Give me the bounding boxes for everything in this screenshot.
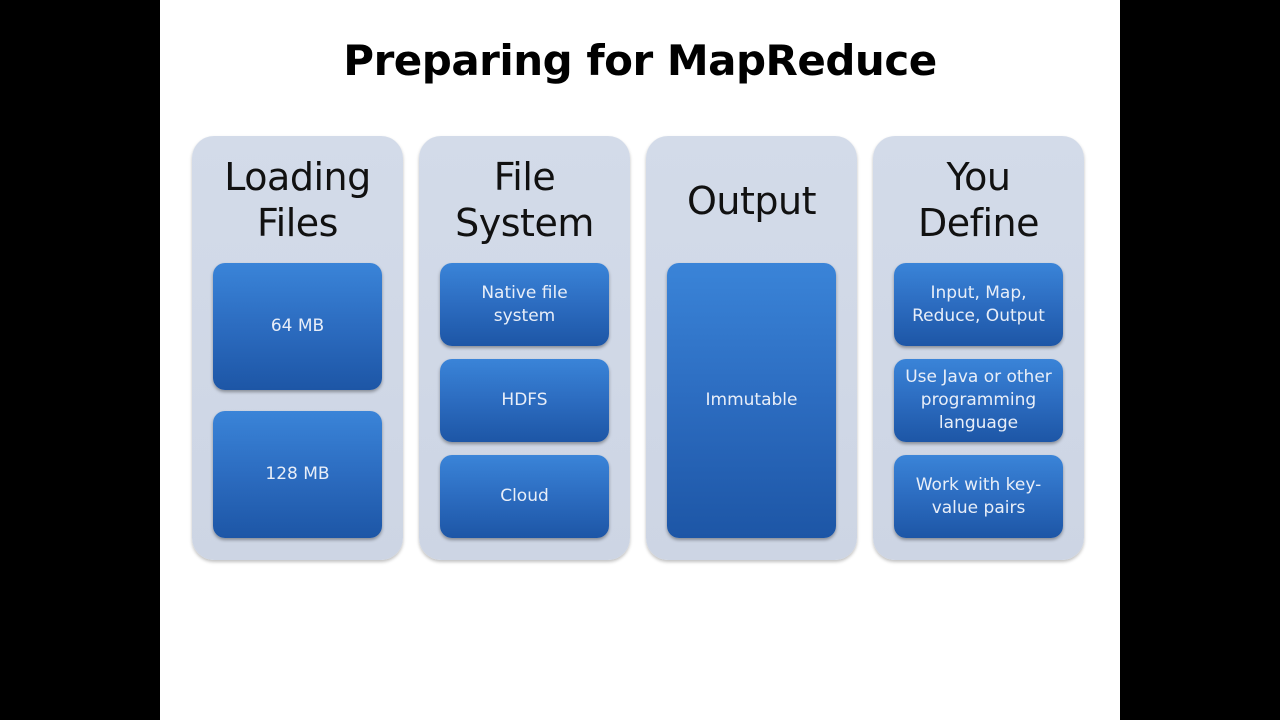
box-native-file-system: Native file system — [440, 263, 609, 346]
box-128mb: 128 MB — [213, 411, 382, 538]
box-use-java: Use Java or other programming language — [894, 359, 1063, 442]
box-immutable: Immutable — [667, 263, 836, 538]
box-cloud: Cloud — [440, 455, 609, 538]
slide: Preparing for MapReduce Loading Files 64… — [160, 0, 1120, 720]
box-key-value-pairs: Work with key-value pairs — [894, 455, 1063, 538]
box-input-map-reduce-output: Input, Map, Reduce, Output — [894, 263, 1063, 346]
panel-heading-line1: Output — [687, 179, 817, 223]
panel-loading-files: Loading Files 64 MB 128 MB — [192, 136, 403, 560]
panel-output: Output Immutable — [646, 136, 857, 560]
panel-heading-line2: Files — [257, 201, 338, 245]
panel-heading-line1: Loading — [224, 155, 371, 199]
box-hdfs: HDFS — [440, 359, 609, 442]
panel-file-system: File System Native file system HDFS Clou… — [419, 136, 630, 560]
panel-heading-line2: Define — [917, 201, 1040, 245]
slide-title: Preparing for MapReduce — [343, 36, 937, 85]
box-64mb: 64 MB — [213, 263, 382, 390]
panel-heading-line2: System — [455, 201, 594, 245]
panel-heading-line1: File — [493, 155, 556, 199]
panel-you-define: You Define Input, Map, Reduce, Output Us… — [873, 136, 1084, 560]
panel-heading-line1: You — [946, 155, 1012, 199]
